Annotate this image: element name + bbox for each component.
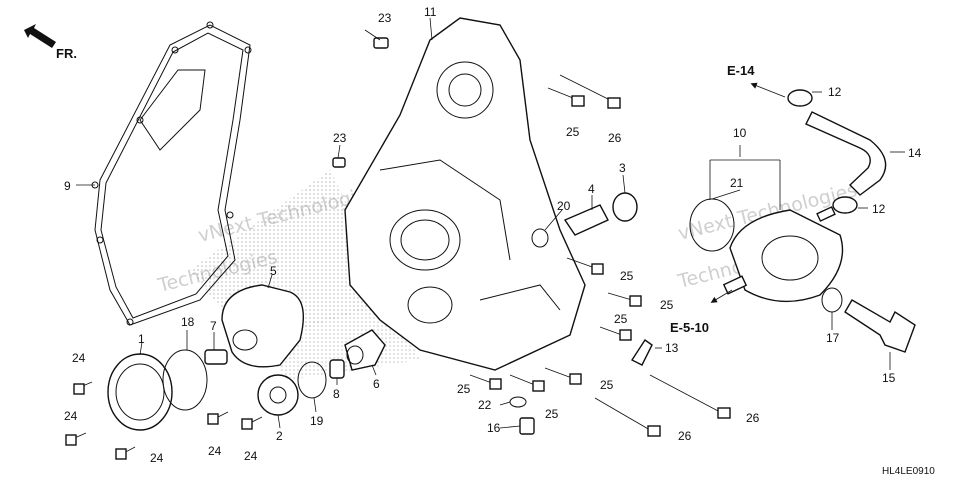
oil-filter-5 (221, 284, 304, 368)
crankcase-cover-11 (344, 17, 586, 371)
callout-1: 1 (138, 332, 145, 346)
drain-bolt-16 (519, 417, 535, 435)
callout-24c: 24 (150, 451, 164, 465)
callout-24d: 24 (208, 444, 222, 458)
callout-18: 18 (181, 315, 195, 329)
callout-25d: 25 (614, 312, 628, 326)
callout-12a: 12 (828, 85, 842, 99)
bushing-6 (344, 329, 386, 371)
plug-3 (612, 192, 638, 222)
callout-26c: 26 (678, 429, 692, 443)
flange-2 (257, 374, 299, 416)
callout-12b: 12 (872, 202, 886, 216)
callout-8: 8 (333, 387, 340, 401)
hose-14 (805, 111, 887, 196)
oil-cooler-10 (722, 206, 844, 303)
callout-25b: 25 (620, 269, 634, 283)
front-direction-arrow: FR. (24, 24, 77, 61)
callout-25c: 25 (660, 298, 674, 312)
callout-21: 21 (730, 176, 744, 190)
reference-e510: E-5-10 (670, 320, 709, 335)
callout-2: 2 (276, 429, 283, 443)
callout-24b: 24 (64, 409, 78, 423)
callout-6: 6 (373, 377, 380, 391)
callout-13: 13 (665, 341, 679, 355)
callout-25g: 25 (545, 407, 559, 421)
callout-26a: 26 (608, 131, 622, 145)
callout-16: 16 (487, 421, 501, 435)
callout-19: 19 (310, 414, 324, 428)
callout-24e: 24 (244, 449, 258, 463)
callout-10: 10 (733, 126, 747, 140)
springs (204, 349, 345, 379)
gasket-9 (91, 21, 252, 326)
callouts: 1 2 3 4 5 6 7 8 9 10 11 12 12 13 14 15 1… (64, 5, 922, 465)
callout-3: 3 (619, 161, 626, 175)
callout-25e: 25 (600, 378, 614, 392)
callout-25f: 25 (457, 382, 471, 396)
bolts (65, 74, 731, 460)
callout-9: 9 (64, 179, 71, 193)
callout-20: 20 (557, 199, 571, 213)
bracket-13 (630, 339, 653, 366)
callout-4: 4 (588, 182, 595, 196)
callout-23a: 23 (378, 11, 392, 25)
dowels-23 (332, 37, 389, 168)
callout-11: 11 (424, 5, 437, 19)
front-label: FR. (56, 46, 77, 61)
callout-25a: 25 (566, 125, 580, 139)
callout-17: 17 (826, 331, 840, 345)
diagram-code: HL4LE0910 (882, 466, 935, 477)
callout-15: 15 (882, 371, 896, 385)
callout-26b: 26 (746, 411, 760, 425)
clamps-12 (787, 89, 858, 214)
callout-23b: 23 (333, 131, 347, 145)
callout-14: 14 (908, 146, 922, 160)
bolt-15 (844, 299, 916, 353)
reference-e14: E-14 (727, 63, 755, 78)
sleeve-4 (563, 204, 609, 236)
callout-22: 22 (478, 398, 492, 412)
reference-arrows (710, 82, 786, 303)
callout-7: 7 (210, 319, 217, 333)
filter-cover-1 (107, 353, 173, 431)
leader-lines (76, 17, 905, 429)
callout-5: 5 (270, 264, 277, 278)
callout-24a: 24 (72, 351, 86, 365)
